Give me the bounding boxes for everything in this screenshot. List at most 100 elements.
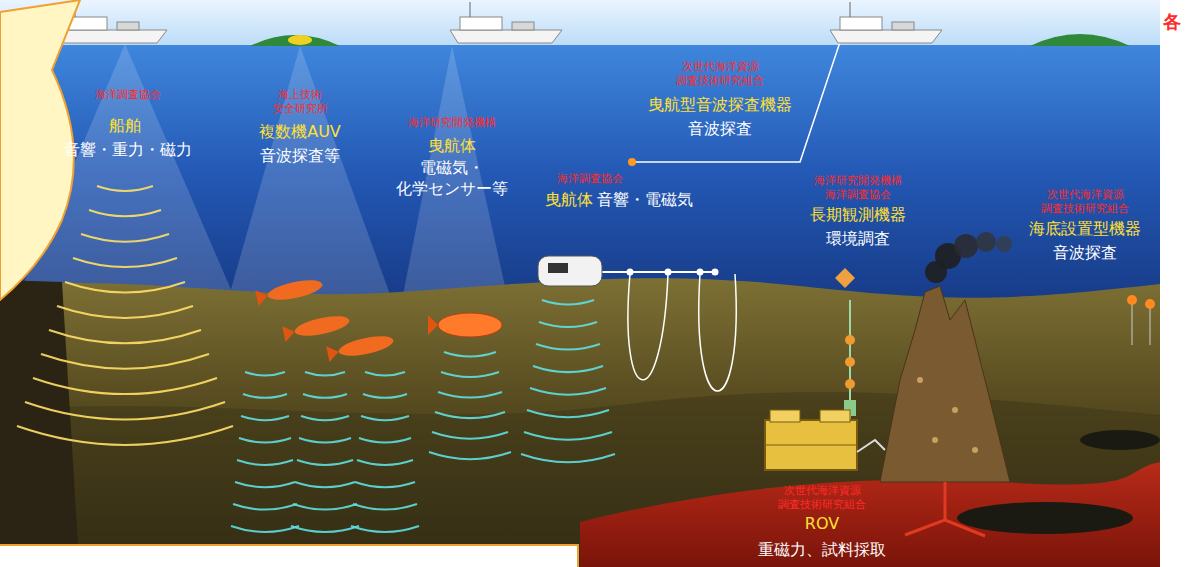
hydrothermal-chimney (880, 286, 1010, 482)
method-label: 電磁気・ 化学センサー等 (395, 158, 510, 200)
ship (450, 2, 562, 43)
sonar-arc (297, 460, 353, 465)
sonar-arc (438, 392, 502, 398)
organization-label: 海洋研究開発機構 海洋調査協会 (813, 174, 904, 203)
seabed-device-float (1145, 299, 1155, 309)
ore-deposit (1080, 430, 1160, 450)
sonar-arc (355, 482, 415, 487)
cable-float (665, 269, 672, 276)
sonar-arc (363, 394, 407, 398)
auv-body (337, 332, 395, 359)
sonar-arc (429, 452, 511, 459)
sonar-arc (57, 306, 193, 318)
sonar-arc (359, 438, 411, 443)
ship-deck (840, 17, 882, 30)
sonar-arc (293, 504, 357, 510)
auv-body (293, 312, 351, 339)
method-label: 重磁力、試料採取 (758, 540, 886, 561)
sonar-arc (351, 526, 419, 532)
sonar-arc (291, 526, 359, 532)
sonar-beam (228, 46, 392, 300)
magma (580, 462, 1160, 567)
sonar-arc (441, 372, 499, 377)
sonar-waves (17, 186, 615, 532)
organization-label: 次世代海洋資源 調査技術研究組合 (1040, 188, 1131, 217)
sonar-arc (361, 416, 409, 420)
cable-float (627, 269, 634, 276)
method-label: 音響・重力・磁力 (64, 140, 192, 161)
equipment-label: 複数機AUV (259, 122, 341, 143)
sonar-arc (305, 372, 345, 376)
sonar-arc (542, 300, 594, 305)
equipment-label: 曳航型音波探査機器 (648, 95, 792, 116)
organization-label: 海洋調査協会 (557, 172, 623, 186)
sky (0, 0, 1160, 46)
sonar-arc (235, 482, 295, 487)
chimney-texture (917, 377, 923, 383)
rov-arm (857, 440, 885, 452)
sonar-arc (301, 416, 349, 420)
rov-thruster (770, 410, 800, 422)
towed-body-window (548, 263, 568, 273)
auv (326, 332, 395, 362)
ship-hull (450, 30, 562, 43)
sonar-arc (524, 432, 612, 440)
cable-float (697, 269, 704, 276)
tow-cable (632, 42, 840, 162)
organization-label: 海洋研究開発機構 (408, 116, 496, 130)
sonar-arc (73, 258, 177, 267)
sonar-arc (435, 412, 505, 418)
smoke (954, 234, 978, 258)
chimney-texture (972, 447, 978, 453)
seabed-device-float (1127, 295, 1137, 305)
rov (765, 420, 857, 470)
organization-label: 次世代海洋資源 調査技術研究組合 (777, 484, 868, 513)
sonar-arc (41, 354, 209, 369)
auv-body (266, 276, 324, 303)
sonar-arc (533, 366, 603, 372)
equipment-label: 曳航体 (428, 136, 476, 157)
sonar-arc (241, 416, 289, 420)
ship-bridge (512, 22, 534, 30)
magma-vein (905, 482, 985, 536)
chimney-texture (932, 437, 938, 443)
organization-label: 海洋調査協会 (95, 88, 161, 102)
sonar-arc (527, 410, 609, 417)
sonar-arc (530, 388, 606, 395)
sonar-arc (237, 460, 293, 465)
sonar-arc (353, 504, 417, 510)
sonar-arc (245, 372, 285, 376)
equipment-label: 曳航体 (545, 190, 593, 211)
auv-tail (326, 344, 340, 362)
smoke (976, 232, 996, 252)
towed-body (538, 256, 602, 286)
ship (830, 2, 942, 43)
smoke (996, 236, 1012, 252)
towed-vehicle-fin (428, 315, 438, 335)
cropped-heading: 各 (1163, 10, 1181, 33)
mooring-float (845, 335, 855, 345)
ship-mast (470, 2, 471, 17)
sonar-arc (17, 426, 233, 445)
sonar-arc (89, 210, 161, 216)
observation-buoy (835, 268, 855, 288)
sonar-arc (33, 378, 217, 394)
towed-vehicle (438, 313, 502, 337)
island (1030, 34, 1130, 46)
ship-bridge (892, 22, 914, 30)
sea (0, 45, 1160, 305)
ship-hull (55, 30, 167, 43)
sonar-arc (233, 504, 297, 510)
sonar-arc (357, 460, 413, 465)
ship-deck (460, 17, 502, 30)
sonar-arc (521, 454, 615, 462)
method-label: 音波探査等 (260, 146, 340, 167)
frame-border (0, 545, 578, 567)
tow-cable (628, 274, 668, 380)
auv (282, 312, 351, 342)
sonar-arc (25, 402, 225, 420)
ship-bridge (117, 22, 139, 30)
auv (255, 276, 324, 306)
equipment-label: 海底設置型機器 (1029, 219, 1141, 240)
